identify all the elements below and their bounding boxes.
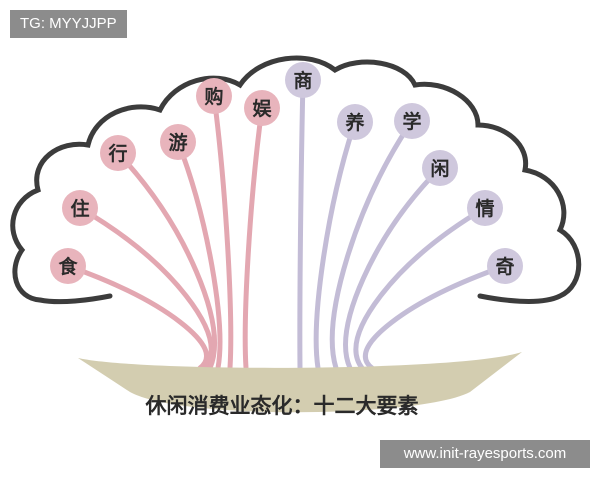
element-node-2 [62,190,98,226]
element-label-6: 娱 [252,97,272,120]
element-label-11: 情 [475,197,494,220]
watermark-tag: TG: MYYJJPP [10,10,127,38]
element-label-3: 行 [107,142,127,165]
element-node-8 [337,104,373,140]
stem-7 [297,77,306,371]
element-label-4: 游 [168,131,187,154]
stem-4 [175,139,223,371]
cloud-outline-inner [37,293,113,305]
stem-9 [329,118,415,371]
element-node-11 [467,190,503,226]
element-node-7 [285,62,321,98]
element-node-5 [196,78,232,114]
element-label-2: 住 [70,197,89,220]
stem-1 [65,263,210,371]
website-watermark: www.init-rayesports.com [380,440,590,468]
stem-12 [362,263,508,371]
caption-banner [78,352,522,413]
stem-11 [353,205,488,371]
caption-text: 休闲消费业态化：十二大要素 [145,394,419,418]
stems-group [65,77,508,371]
stem-6 [242,105,265,371]
element-label-8: 养 [344,111,364,134]
stem-10 [343,165,443,371]
element-node-9 [394,103,430,139]
element-node-6 [244,90,280,126]
stem-5 [211,93,234,371]
stem-2 [77,205,214,371]
element-node-1 [50,248,86,284]
element-label-12: 奇 [495,255,514,278]
element-label-5: 购 [204,85,223,108]
element-label-9: 学 [402,110,421,133]
element-label-7: 商 [293,69,312,92]
element-node-3 [100,135,136,171]
cloud-outline [10,55,582,304]
element-label-10: 闲 [430,157,449,180]
element-node-12 [487,248,523,284]
element-node-4 [160,124,196,160]
stem-3 [115,150,218,371]
element-node-10 [422,150,458,186]
element-label-1: 食 [58,255,78,278]
stem-8 [313,119,358,371]
